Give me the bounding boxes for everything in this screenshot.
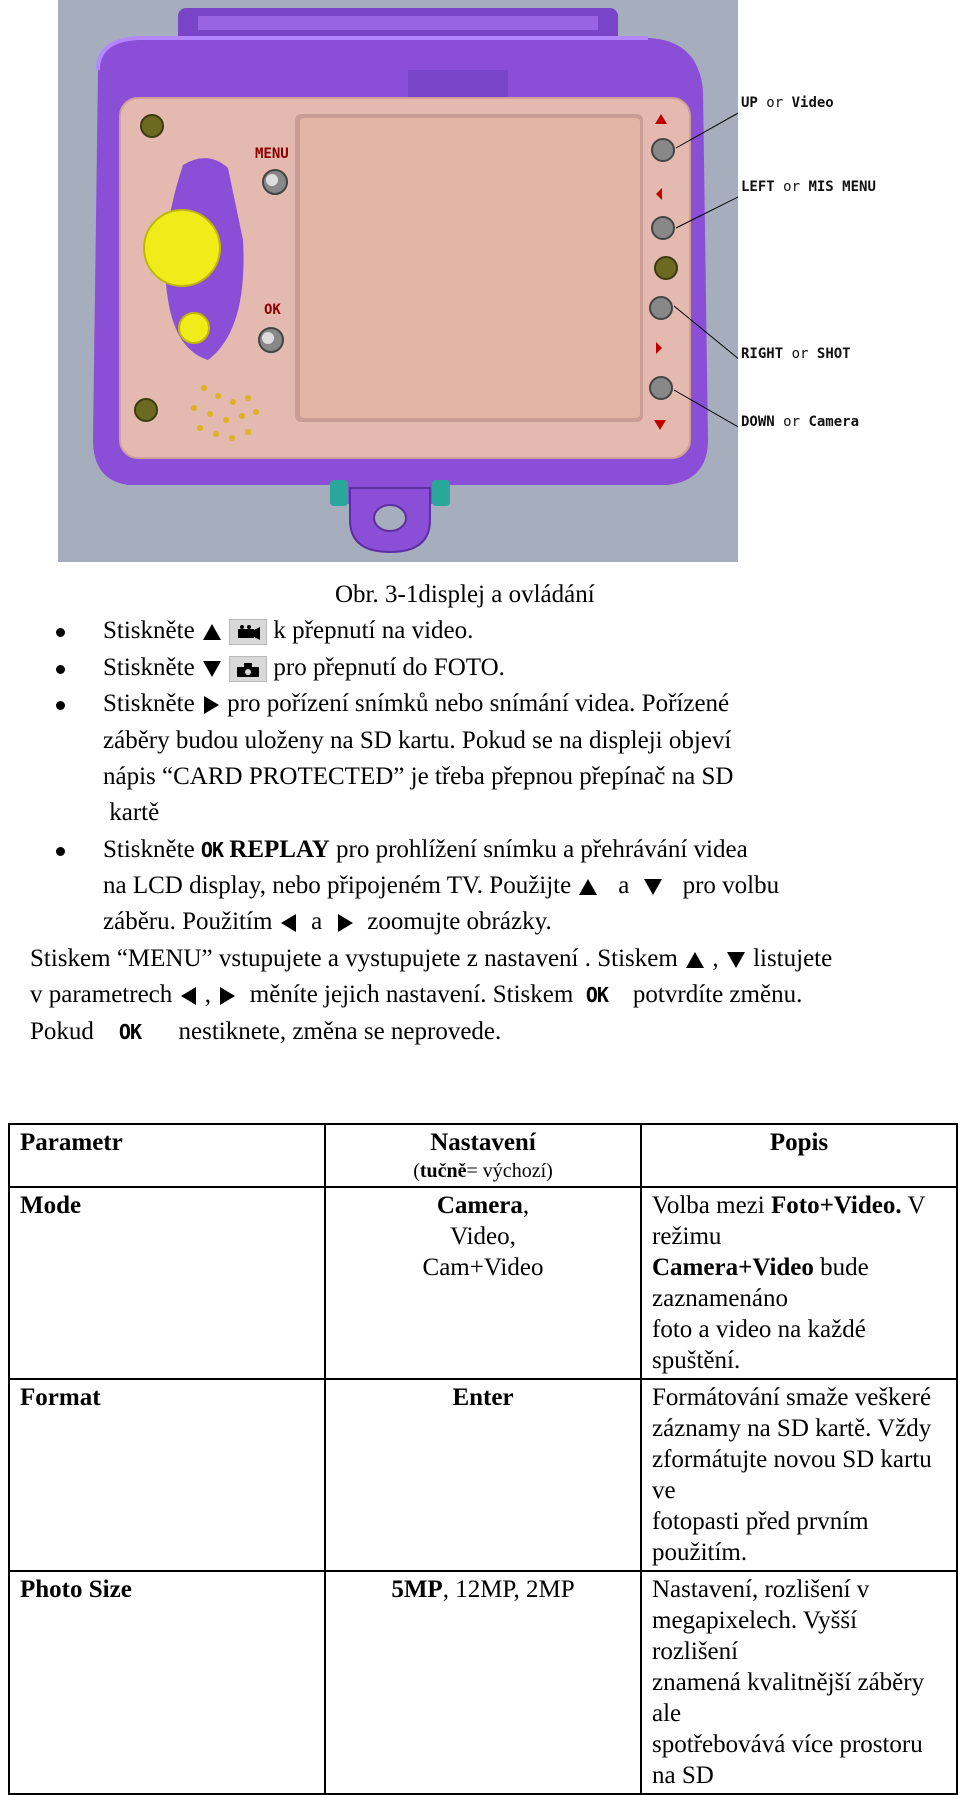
right-arrow-icon	[203, 696, 219, 715]
up-arrow-icon	[579, 879, 598, 896]
bullet-dot	[56, 628, 65, 637]
header-popis: Popis	[640, 1123, 958, 1188]
bullet-3-cont: nápis “CARD PROTECTED” je třeba přepnou …	[103, 763, 734, 790]
bullet-dot	[56, 701, 65, 710]
screw-icon	[140, 114, 164, 138]
bullet-dot	[56, 847, 65, 856]
param-name: Format	[8, 1378, 326, 1572]
bullet-dot	[56, 665, 65, 674]
right-button[interactable]	[649, 296, 673, 320]
down-button[interactable]	[649, 376, 673, 400]
param-description: Formátování smaže veškeré záznamy na SD …	[640, 1378, 958, 1572]
table-row: Mode Camera, Video, Cam+Video Volba mezi…	[8, 1186, 958, 1380]
table-row: Format Enter Formátování smaže veškeré z…	[8, 1378, 958, 1572]
menu-paragraph-line-1: Stiskem “MENU” vstupujete a vystupujete …	[30, 945, 833, 972]
bullet-4-cont: na LCD display, nebo připojeném TV. Použ…	[103, 872, 780, 899]
menu-paragraph-line-3: Pokud OK nestiknete, změna se neprovede.	[30, 1018, 502, 1045]
param-setting: 5MP, 12MP, 2MP	[324, 1570, 642, 1795]
up-arrow-icon	[202, 624, 221, 641]
shutter-button[interactable]	[143, 209, 221, 287]
callout-right: RIGHT or SHOT	[741, 346, 851, 362]
table-header-row: Parametr Nastavení (tučně= výchozí) Popi…	[8, 1123, 958, 1188]
header-nastaveni: Nastavení (tučně= výchozí)	[324, 1123, 642, 1188]
bullet-3-cont: kartě	[103, 799, 160, 826]
param-setting: Camera, Video, Cam+Video	[324, 1186, 642, 1380]
header-parametr: Parametr	[8, 1123, 326, 1188]
menu-paragraph-line-2: v parametrech , měníte jejich nastavení.…	[30, 981, 803, 1008]
right-arrow-icon	[337, 914, 353, 933]
bullet-3: Stiskněte pro pořízení snímků nebo snímá…	[103, 690, 730, 717]
down-arrow-icon	[643, 879, 662, 896]
callout-down: DOWN or Camera	[741, 414, 860, 430]
screw-icon	[654, 256, 678, 280]
bullet-4: Stiskněte OK REPLAY pro prohlížení snímk…	[103, 836, 748, 863]
settings-table: Parametr Nastavení (tučně= výchozí) Popi…	[8, 1123, 958, 1795]
bullet-4-cont: záběru. Použitím a zoomujte obrázky.	[103, 908, 552, 935]
up-button[interactable]	[651, 138, 675, 162]
up-arrow-icon	[686, 952, 705, 969]
callout-left: LEFT or MIS MENU	[741, 179, 876, 195]
photo-camera-icon	[229, 656, 268, 683]
screw-icon	[134, 398, 158, 422]
param-setting: Enter	[324, 1378, 642, 1572]
table-row: Photo Size 5MP, 12MP, 2MP Nastavení, roz…	[8, 1570, 958, 1795]
left-button[interactable]	[651, 216, 675, 240]
bullet-3-cont: záběry budou uloženy na SD kartu. Pokud …	[103, 727, 732, 754]
speaker-grille	[191, 385, 259, 441]
ok-icon: OK	[200, 838, 224, 862]
param-name: Mode	[8, 1186, 326, 1380]
callout-lines	[673, 112, 738, 428]
direction-buttons	[649, 114, 675, 430]
left-arrow-icon	[280, 914, 296, 933]
ok-label: OK	[264, 302, 281, 318]
bullet-1: Stiskněte k přepnutí na video.	[103, 617, 474, 646]
callout-up: UP or Video	[741, 95, 834, 111]
param-description: Nastavení, rozlišení v megapixelech. Vyš…	[640, 1570, 958, 1795]
down-arrow-icon	[726, 952, 745, 969]
bullet-2: Stiskněte pro přepnutí do FOTO.	[103, 654, 505, 683]
ok-icon: OK	[118, 1020, 142, 1044]
ok-icon: OK	[585, 983, 609, 1007]
right-arrow-icon	[220, 987, 236, 1006]
led-indicator	[178, 312, 210, 344]
menu-label: MENU	[255, 146, 289, 162]
param-name: Photo Size	[8, 1570, 326, 1795]
lcd-screen	[300, 118, 640, 418]
video-camera-icon	[229, 619, 268, 646]
down-arrow-icon	[202, 661, 221, 678]
left-arrow-icon	[180, 987, 196, 1006]
figure-caption: Obr. 3-1displej a ovládání	[335, 581, 595, 608]
param-description: Volba mezi Foto+Video. V režimu Camera+V…	[640, 1186, 958, 1380]
camera-device-illustration: MENU OK	[58, 0, 738, 562]
